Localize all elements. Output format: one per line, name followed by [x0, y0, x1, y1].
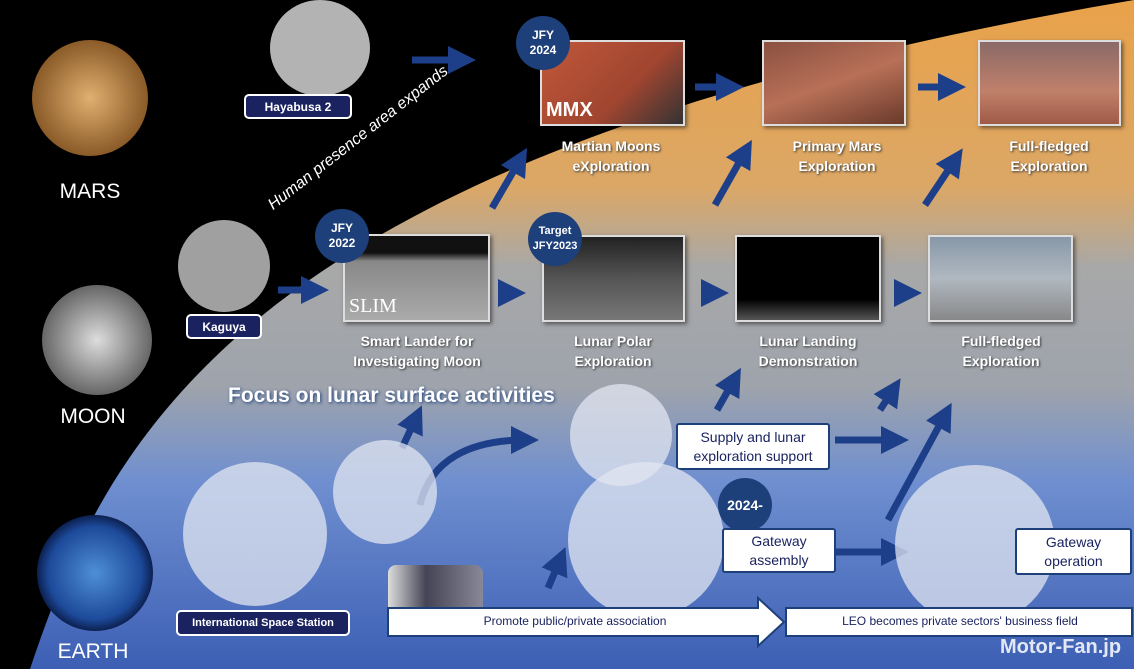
kaguya-label: Kaguya [186, 314, 262, 339]
target-jfy2023-badge: Target JFY2023 [528, 212, 582, 266]
primary-mars-image [762, 40, 906, 126]
moon-label: MOON [60, 405, 126, 428]
gateway-operation-box: Gateway operation [1015, 528, 1132, 575]
lunar-landing-caption: Lunar Landing Demonstration [758, 333, 858, 369]
gateway-assembly-image [568, 462, 724, 618]
earth-label: EARTH [57, 640, 129, 663]
earth-planet [37, 515, 153, 631]
iss-label: International Space Station [176, 610, 350, 636]
moon-planet [42, 285, 152, 395]
mmx-overlay: MMX [546, 99, 593, 121]
gateway-2024-badge: 2024- [718, 478, 772, 532]
bottom-arrows [387, 596, 1133, 648]
hayabusa-label: Hayabusa 2 [244, 94, 352, 119]
jfy2022-badge: JFY 2022 [315, 209, 369, 263]
mars-fullfledged-image [978, 40, 1121, 126]
gateway-assembly-box: Gateway assembly [722, 528, 836, 573]
slim-caption: Smart Lander for Investigating Moon [353, 333, 481, 369]
kaguya-image [178, 220, 270, 312]
slim-image: SLIM [343, 234, 490, 322]
public-private-arrow-label: Promote public/private association [483, 614, 667, 628]
mars-planet [32, 40, 148, 156]
moon-fullfledged-image [928, 235, 1073, 322]
cargo-ship-image [333, 440, 437, 544]
hayabusa-image [270, 0, 370, 96]
watermark: Motor-Fan.jp [1000, 636, 1122, 658]
iss-image [183, 462, 327, 606]
jfy2024-badge: JFY 2024 [516, 16, 570, 70]
slim-overlay: SLIM [349, 295, 397, 317]
moon-fullfledged-caption: Full-fledged Exploration [961, 333, 1041, 369]
primary-mars-caption: Primary Mars Exploration [792, 138, 882, 174]
mmx-caption: Martian Moons eXploration [561, 138, 661, 174]
mars-fullfledged-caption: Full-fledged Exploration [1009, 138, 1089, 174]
leo-arrow-label: LEO becomes private sectors' business fi… [842, 614, 1078, 628]
mars-label: MARS [59, 180, 121, 203]
lunar-landing-image [735, 235, 881, 322]
lunar-polar-caption: Lunar Polar Exploration [574, 333, 652, 369]
focus-title: Focus on lunar surface activities [228, 384, 555, 407]
supply-box: Supply and lunar exploration support [676, 423, 830, 470]
